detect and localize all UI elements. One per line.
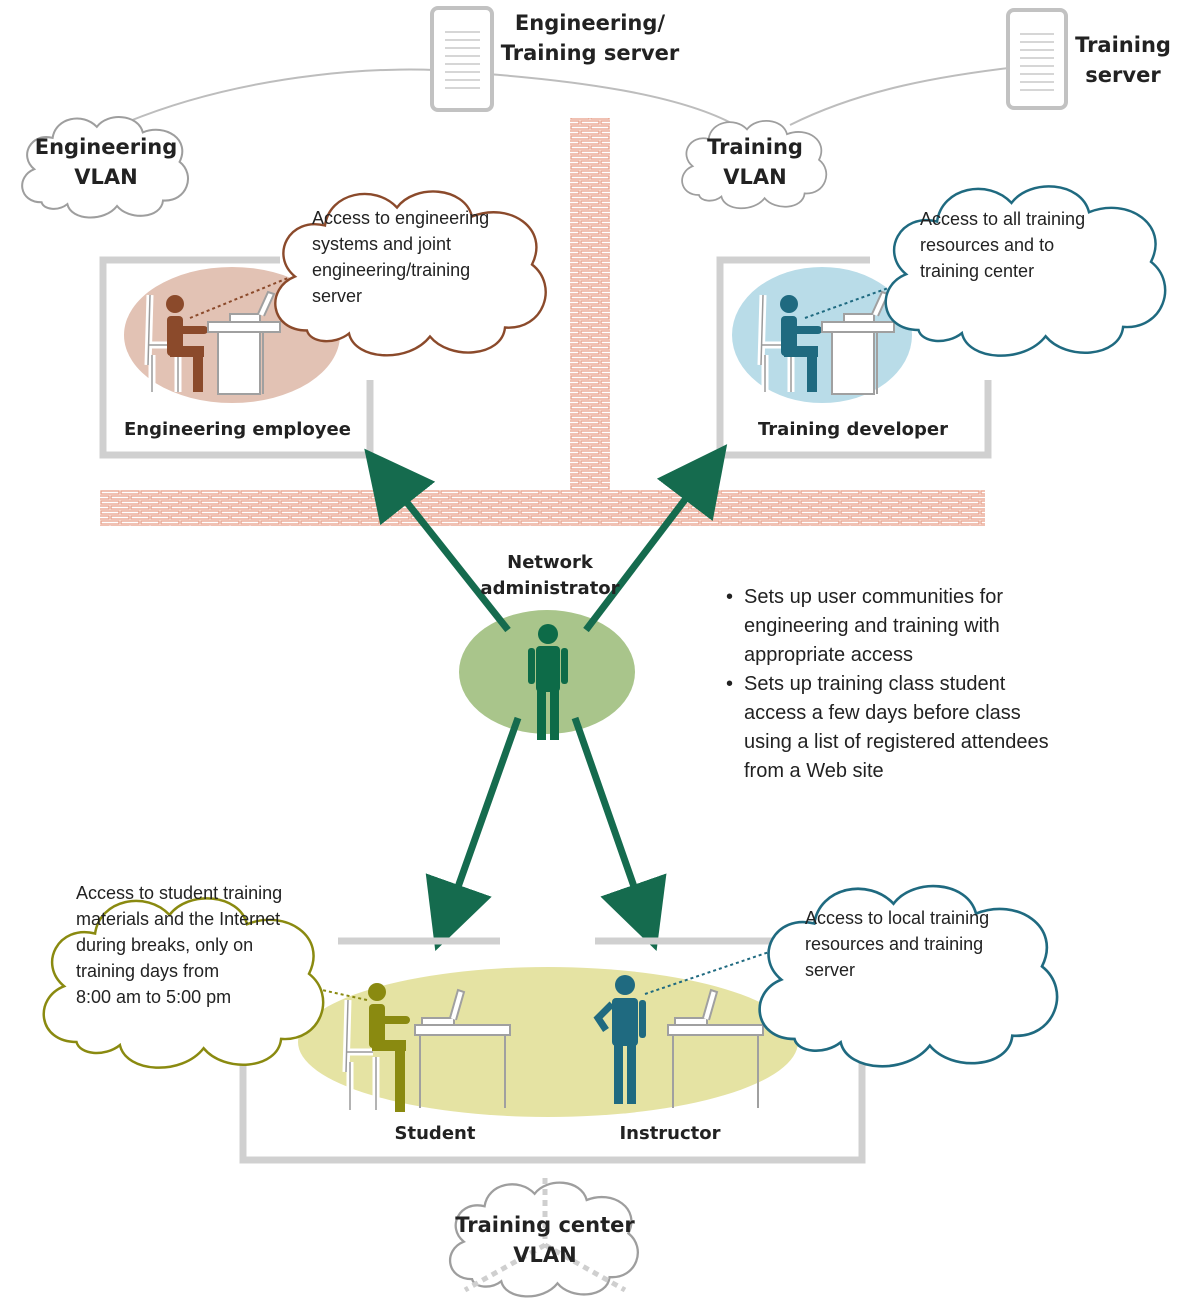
admin-task-list: Sets up user communities for engineering…	[726, 583, 1146, 786]
training-server-icon	[1006, 8, 1068, 110]
vlan-segment-lines	[463, 1178, 627, 1293]
firewall-wall-vertical	[570, 118, 610, 498]
engineering-training-server-icon	[430, 6, 494, 112]
training-developer-callout: Access to all training resources and to …	[920, 209, 1086, 281]
admin-task-item: Sets up training class student access a …	[726, 670, 1146, 786]
training-vlan-label: Training VLAN	[707, 135, 803, 189]
instructor-figure	[593, 975, 764, 1108]
instructor-label: Instructor	[619, 1123, 721, 1144]
training-server-label: Training server	[1075, 33, 1171, 87]
connection-line	[789, 64, 1036, 126]
training-center-vlan-label: Training center VLAN	[455, 1213, 635, 1267]
connection-line	[119, 68, 461, 126]
engineering-employee-label: Engineering employee	[124, 419, 351, 440]
training-developer-label: Training developer	[758, 419, 948, 440]
connection-line	[459, 71, 736, 126]
training-developer-figure	[757, 290, 895, 395]
student-label: Student	[394, 1123, 476, 1144]
engineering-office-room	[99, 256, 374, 459]
instructor-callout: Access to local training resources and t…	[805, 908, 990, 980]
network-administrator-label: Network administrator	[480, 552, 620, 599]
firewall-wall-horizontal	[100, 490, 985, 526]
engineering-training-server-label: Engineering/ Training server	[500, 11, 680, 65]
student-figure	[342, 983, 511, 1112]
student-callout: Access to student training materials and…	[76, 883, 283, 1007]
engineering-employee-figure	[144, 290, 281, 395]
network-administrator-figure	[528, 624, 568, 740]
admin-task-item: Sets up user communities for engineering…	[726, 583, 1146, 670]
access-arrows	[364, 444, 728, 952]
engineering-vlan-label: Engineering VLAN	[34, 135, 178, 189]
engineering-employee-callout: Access to engineering systems and joint …	[312, 208, 490, 306]
